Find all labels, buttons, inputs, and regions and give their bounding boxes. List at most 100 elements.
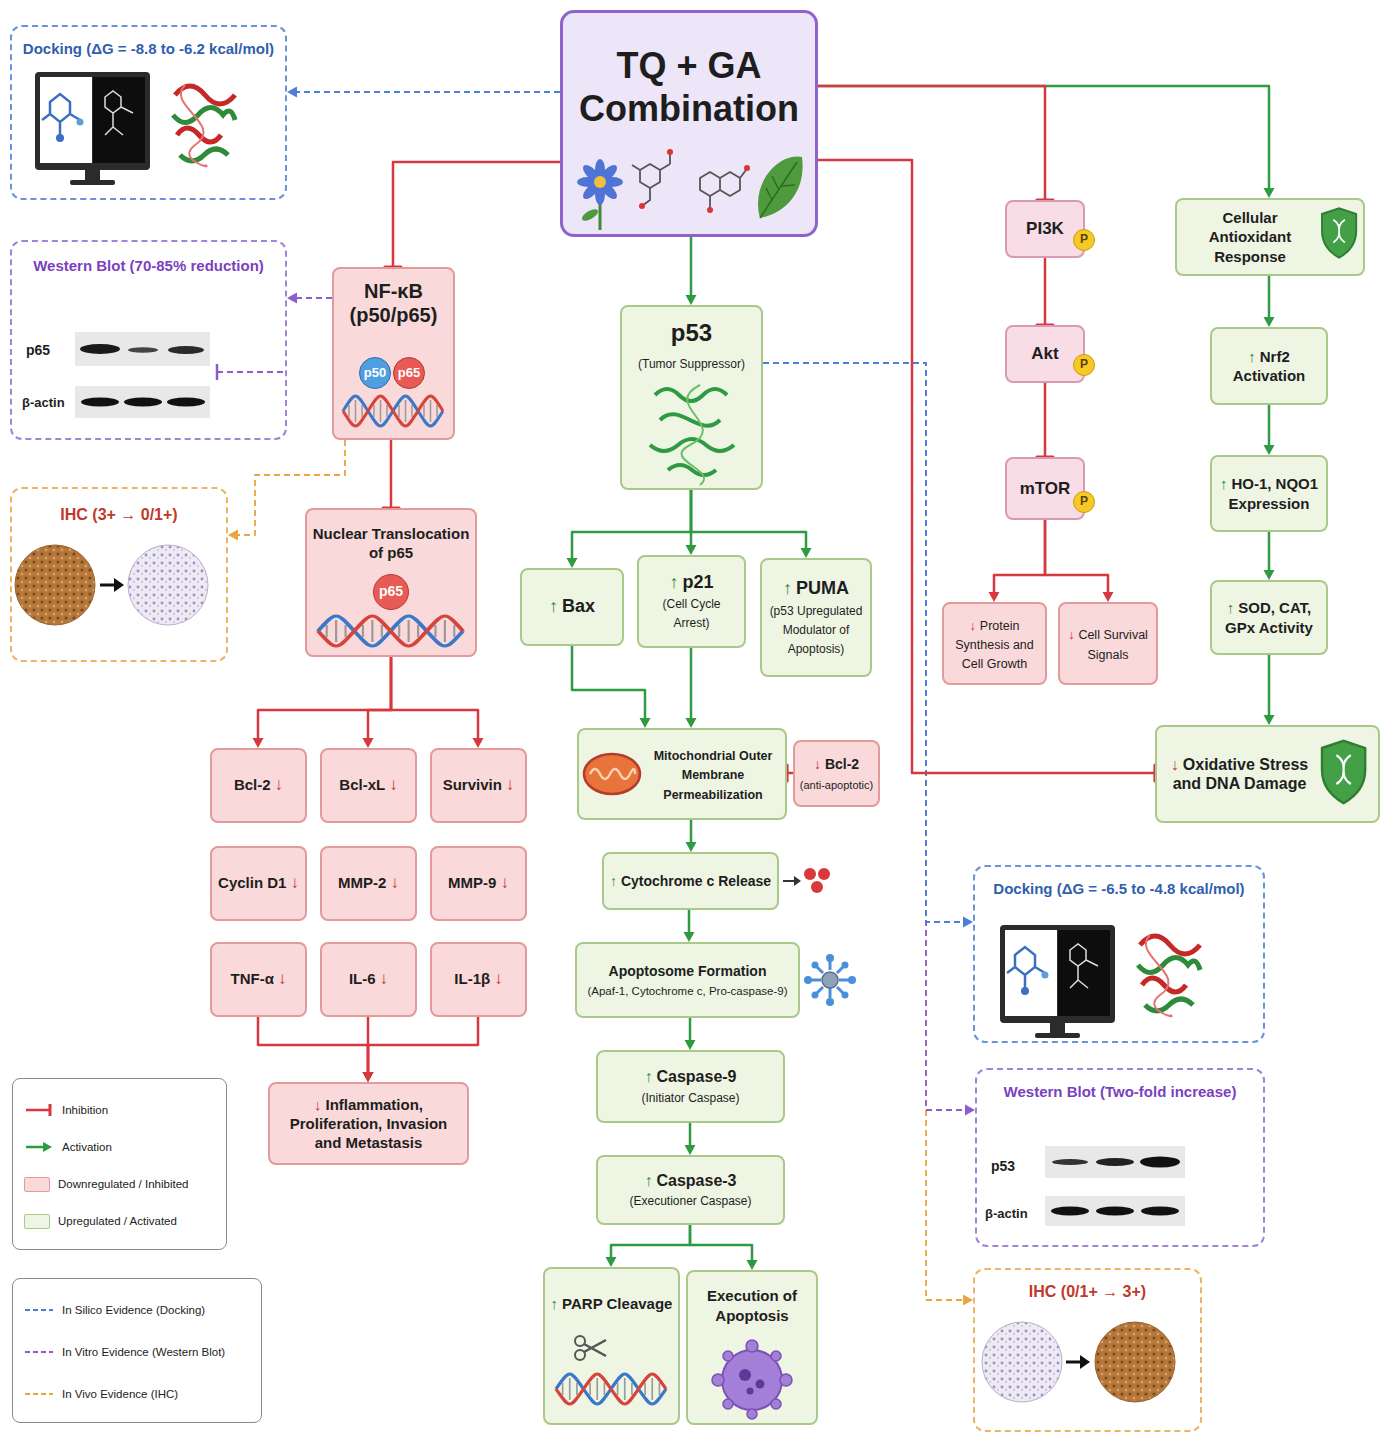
western-blot-artwork [1096,1207,1134,1216]
text-line: Cellular Antioxidant Response [1185,208,1315,266]
text-holder: IHC (0/1+ → 3+) [981,1282,1194,1301]
arrow-head [963,917,973,928]
node-text: mTOR [1020,479,1071,498]
text-holder: p65 [393,357,425,389]
combination-artwork [597,179,620,202]
legend-sample [24,1103,54,1117]
western-blot-artwork [128,347,158,353]
apoptotic-cell-artwork [723,1399,733,1409]
process-box: ↓Bcl-2(anti-apoptotic) [793,740,880,807]
legend-row: Upregulated / Activated [24,1209,177,1233]
text-line: (Executioner Caspase) [603,1190,778,1209]
connector-line [763,363,965,1300]
trend-arrow: ↑ [551,1295,559,1312]
combination-artwork [599,192,602,230]
trend-arrow: ↓ [500,873,509,892]
text-wrapper: Bcl-xL↓ [327,775,410,795]
trend-arrow: ↑ [644,1172,652,1189]
connector [685,1018,696,1050]
combination-artwork [595,159,605,181]
arrow-head [685,1040,696,1050]
text-line: (p53 Upregulated Modulator of Apoptosis) [767,600,865,658]
connector [685,1123,696,1155]
apoptosome-artwork [826,954,834,962]
combination-artwork [601,177,623,187]
legend-bar [49,1104,52,1116]
text-line: ↑PUMA [767,578,865,600]
text-holder: P [1073,353,1095,376]
process-box: p53(Tumor Suppressor) [620,305,763,490]
arrow-head [287,293,297,304]
evidence-callout: IHC (0/1+ → 3+) [973,1268,1202,1432]
process-box: Bcl-xL↓ [320,748,417,823]
combination-artwork [580,179,603,202]
western-blot-artwork [1051,1207,1089,1216]
apoptotic-cell-artwork [771,1399,781,1409]
text-line: (Apaf-1, Cytochrome c, Pro-caspase-9) [582,980,793,999]
trend-arrow: ↓ [389,775,398,794]
legend-line [26,1146,44,1149]
node-text: Caspase-9 [656,1068,736,1085]
combination-box: TQ + GA Combination [560,10,818,237]
connector-line [393,162,560,267]
arrow-head [606,1257,617,1267]
p53-protein-artwork [681,385,704,485]
combination-artwork [580,207,600,223]
connector [363,1017,479,1082]
process-box: ↓Inflammation, Proliferation, Invasion a… [268,1082,469,1165]
process-box: Survivin↓ [430,748,527,823]
process-box: ↑HO-1, NQO1 Expression [1210,455,1328,532]
scissors-artwork [575,1350,585,1360]
text-wrapper: Apoptosome Formation(Apaf-1, Cytochrome … [582,961,793,999]
trend-arrow: ↓ [970,619,976,633]
process-box: Mitochondrial Outer Membrane Permeabiliz… [577,728,787,820]
text-holder: β-actin [985,1203,1043,1222]
connector-line [690,1225,752,1262]
node-text: Bcl-xL [339,776,385,793]
apoptosome-artwork [848,976,856,984]
text-holder: mTOR [1007,479,1083,499]
combination-artwork [577,149,803,230]
legend-text: Upregulated / Activated [58,1215,177,1227]
text-line: ↑HO-1, NQO1 Expression [1217,474,1321,512]
western-blot-artwork [75,332,1185,1226]
apoptotic-cell-artwork [723,1351,733,1361]
text-wrapper: ↑Caspase-3(Executioner Caspase) [603,1171,778,1209]
arrow-head [228,530,238,541]
legend-line [25,1393,53,1395]
connector-line [1045,520,1108,594]
node-text: PARP Cleavage [562,1295,672,1312]
arrow-head [686,545,697,555]
connector [763,363,973,1306]
connector-line [390,440,393,508]
text-holder: IHC (3+ → 0/1+) [18,505,220,524]
text-line: ↓Inflammation, Proliferation, Invasion a… [278,1095,459,1153]
node-text: Caspase-3 [656,1172,736,1189]
node-text: p50 [359,357,391,389]
ihc-artwork [114,578,124,592]
apoptotic-cell-artwork [746,1340,758,1352]
arrow-head [363,1072,374,1082]
p53-protein-artwork [655,389,727,401]
node-text: p65 [26,342,50,358]
connector-line [690,648,693,720]
western-blot-artwork [1141,1207,1179,1216]
evidence-callout: Western Blot (Two-fold increase)p53β-act… [975,1068,1265,1247]
docking-artwork [1000,925,1115,1038]
text-line: Cyclin D1↓ [217,873,300,893]
combination-artwork [667,149,673,155]
node-text: MMP-2 [338,874,386,891]
text-wrapper: ↓Oxidative Stress and DNA Damage [1167,755,1312,793]
legend-row: In Vitro Evidence (Western Blot) [24,1340,225,1364]
text-wrapper: Cellular Antioxidant Response [1185,208,1315,266]
dna-artwork [556,1374,666,1404]
cytochrome-artwork [783,880,794,882]
ihc-artwork [15,545,1175,1402]
text-wrapper: Execution of Apoptosis [693,1286,811,1324]
arrow-head [363,1072,374,1082]
connector-line [818,86,1045,200]
text-line: MMP-2↓ [327,873,410,893]
text-wrapper: MMP-9↓ [437,873,520,893]
connector [1045,520,1114,602]
